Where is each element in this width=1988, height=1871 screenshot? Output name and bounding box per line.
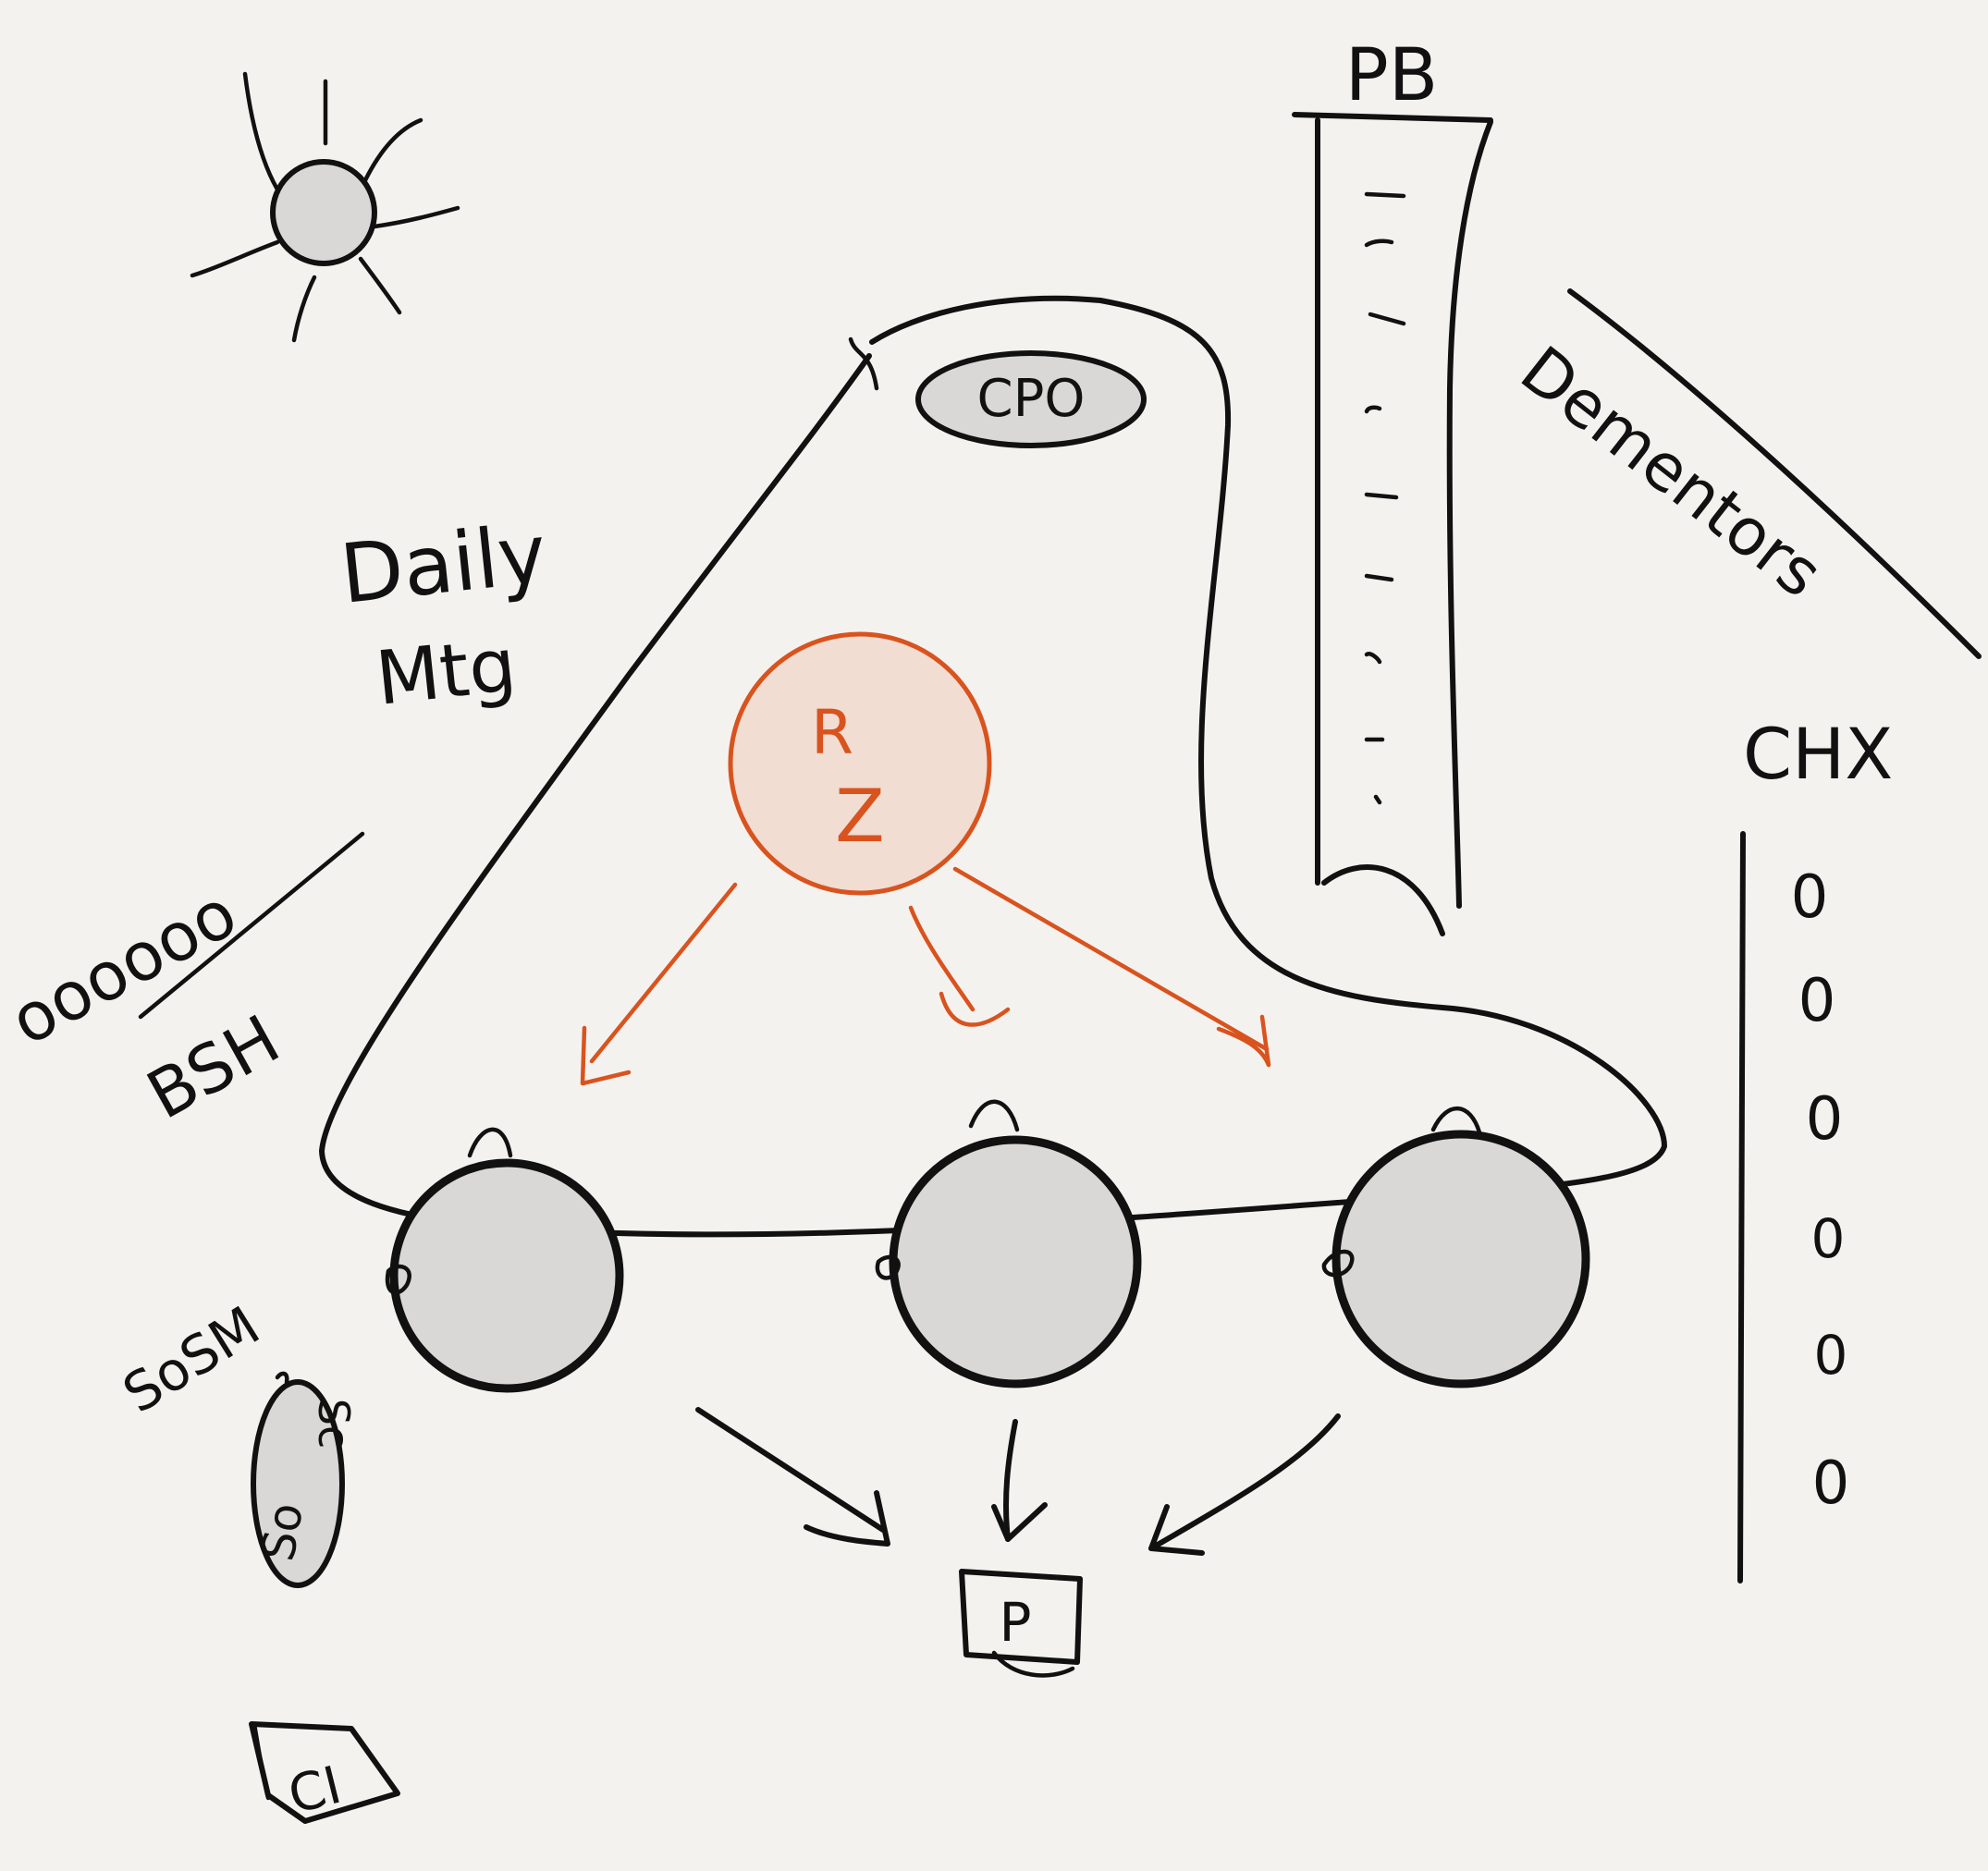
chx-item: 0 [1798,967,1836,1035]
so-ellipse-bottom-label: So [251,1498,313,1564]
team-boundary [319,295,1667,1238]
mtg-label: Mtg [372,622,520,722]
orange-arrows [580,866,1271,1086]
team-member [1321,1106,1590,1388]
bsh-label: BSH [135,1000,292,1134]
chx-item: 0 [1814,1324,1848,1387]
chx-label: CHX [1743,713,1893,795]
so-node: Sc So [251,1371,359,1588]
chx-item: 0 [1811,1207,1846,1270]
ci-box: CI [249,1721,400,1826]
product-backlog: PB [1292,34,1493,936]
bsh-group: oooooo BSH [0,831,365,1134]
product-box: P [959,1569,1083,1678]
backlog-items [1364,191,1406,805]
cpo-node: CPO [915,350,1147,448]
pb-label: PB [1345,34,1439,117]
dementors-group: Dementors [1507,288,1982,659]
sun-icon [190,71,460,343]
rz-node: R Z [728,631,992,896]
rz-z-label: Z [835,776,884,859]
chx-group: CHX 0 0 0 0 0 0 [1737,713,1893,1584]
chx-item: 0 [1791,863,1829,932]
sosm-label: SoSM [112,1294,270,1425]
chx-item: 0 [1812,1449,1850,1518]
chx-item: 0 [1806,1085,1844,1154]
cpo-label: CPO [977,369,1086,429]
team-member [875,1099,1142,1388]
rz-r-label: R [811,697,853,768]
team-member [385,1127,624,1393]
p-label: P [1000,1591,1032,1654]
black-arrows [695,1407,1341,1556]
daily-label: Daily [336,506,550,622]
so-ellipse-top-label: Sc [309,1399,359,1449]
